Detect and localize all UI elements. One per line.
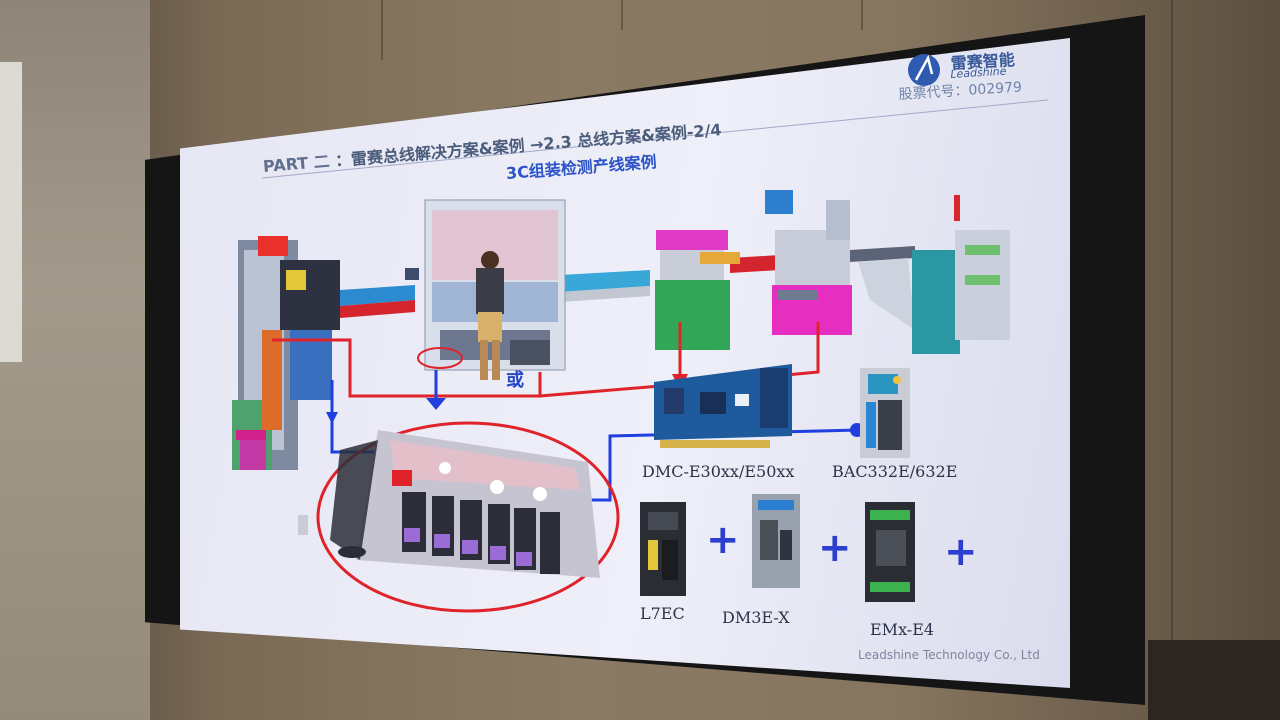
plus-sign: +	[944, 529, 978, 575]
plus-sign: +	[706, 517, 740, 563]
logo-icon-stroke	[914, 54, 934, 81]
wall-panel	[620, 0, 623, 30]
blue-arrow	[426, 398, 446, 410]
wall-panel	[380, 0, 383, 60]
stepper-drive	[752, 494, 800, 588]
left-wall	[0, 0, 150, 720]
gripper-module	[298, 430, 600, 578]
wall-panel	[860, 0, 863, 30]
blue-arrow	[326, 412, 338, 424]
machine-end-unit	[858, 195, 1010, 354]
large-highlight-ellipse	[316, 421, 620, 613]
plc-label: BAC332E/632E	[832, 462, 958, 481]
stepper-label: DM3E-X	[722, 608, 790, 627]
machine-feeder	[232, 236, 340, 470]
servo-label: L7EC	[640, 604, 685, 623]
motion-controller-card	[654, 364, 792, 448]
dark-cabinet	[1148, 640, 1280, 720]
servo-drive	[640, 502, 686, 596]
conveyor-lines	[340, 246, 915, 318]
wall-panel	[1170, 0, 1173, 720]
machine-green-unit	[655, 230, 740, 350]
controller-label: DMC-E30xx/E50xx	[642, 462, 795, 481]
company-footer: Leadshine Technology Co., Ltd	[858, 648, 1040, 662]
or-label: 或	[506, 370, 524, 391]
left-window	[0, 62, 22, 362]
operator-figure	[476, 251, 504, 380]
io-module-label: EMx-E4	[870, 620, 935, 639]
part-label: PART 二	[262, 151, 331, 176]
header-divider	[261, 99, 1049, 179]
io-module	[865, 502, 915, 602]
small-highlight-ellipse	[417, 347, 463, 369]
machine-pink-unit	[765, 190, 852, 335]
plc-controller	[860, 368, 910, 458]
plus-sign: +	[818, 525, 852, 571]
